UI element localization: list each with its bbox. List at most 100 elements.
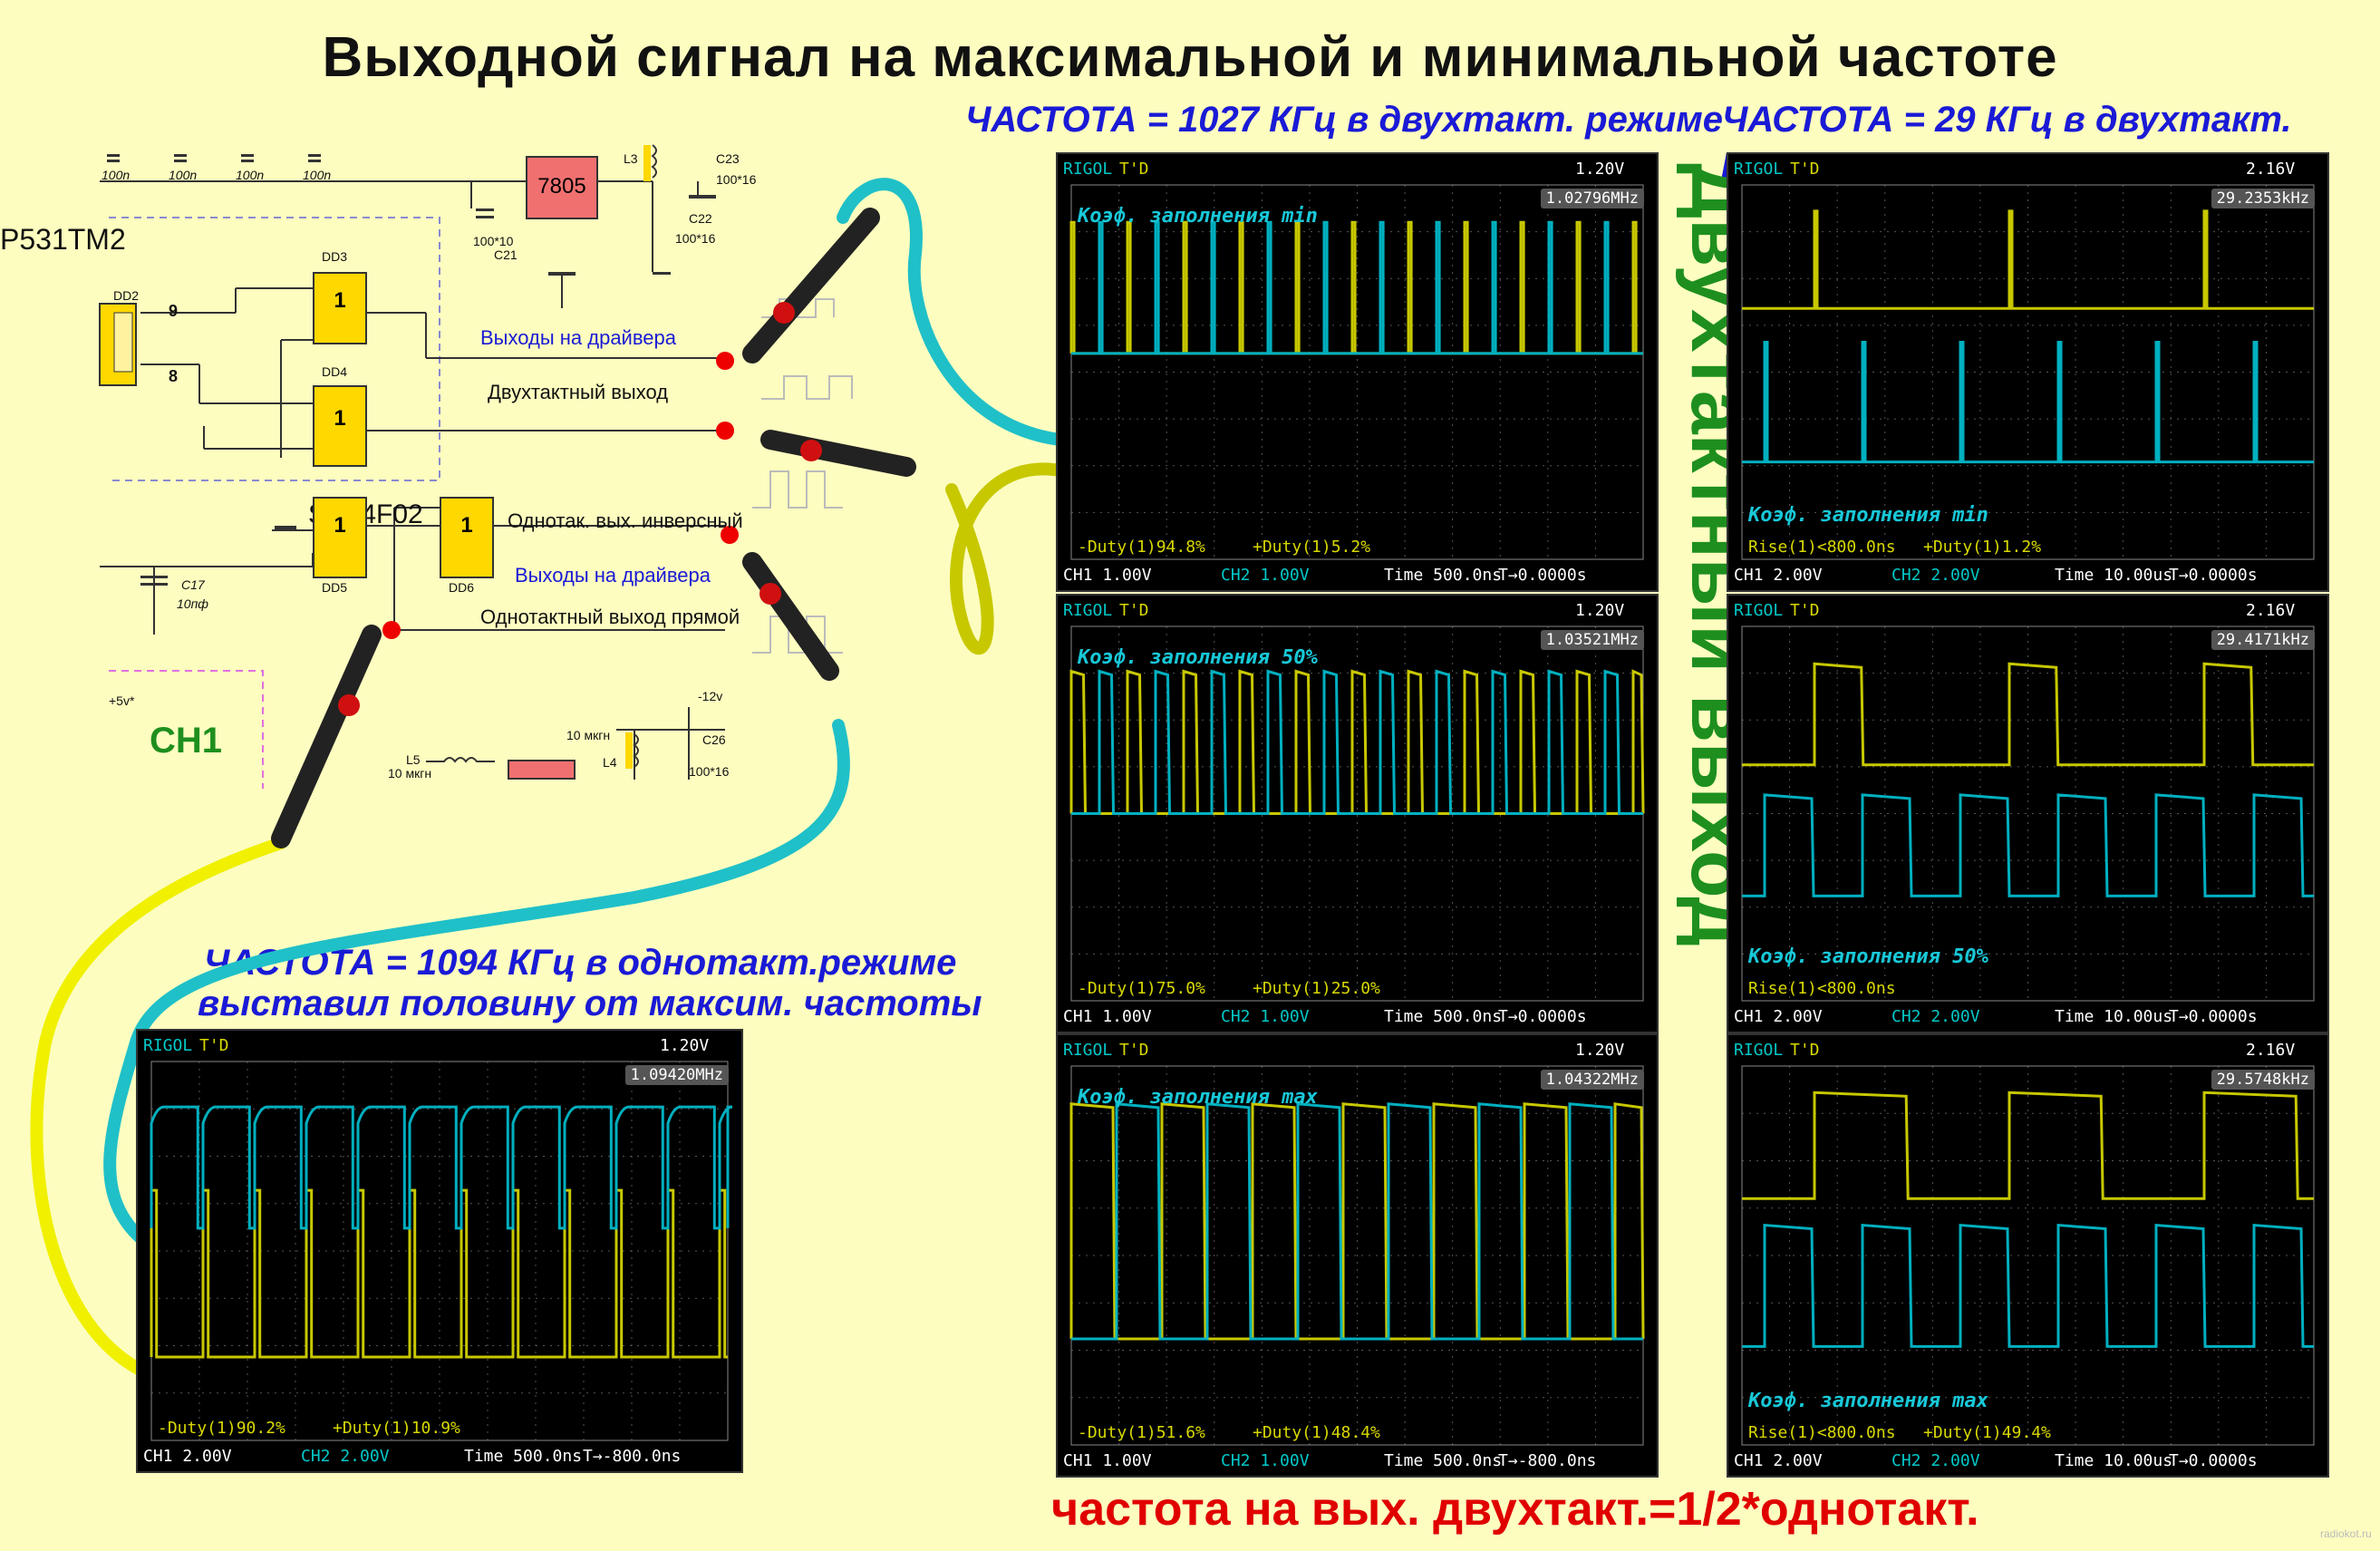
scope-brand: RIGOL — [1734, 1041, 1784, 1060]
ch2-trace — [1742, 1223, 2314, 1348]
scope-ch1-scale: CH1 1.00V — [1063, 1451, 1152, 1470]
scope-grid — [1069, 625, 1645, 1002]
c21-value: 100*10 — [473, 234, 514, 248]
scope-ch2-scale: CH2 2.00V — [1891, 566, 1980, 585]
scope-ch2-scale: CH2 1.00V — [1221, 1007, 1310, 1026]
scope-trig-mode: T'D — [1119, 601, 1149, 620]
scope-trig-mode: T'D — [1119, 160, 1149, 179]
scope-measure-2: +Duty(1)25.0% — [1253, 979, 1380, 998]
l3-label: L3 — [624, 151, 638, 166]
scope-brand: RIGOL — [1063, 160, 1113, 179]
scope-trigger-offset: T→0.0000s — [2169, 1007, 2258, 1026]
gate-dd3: 1 — [313, 272, 367, 344]
scope-measure-1: Rise(1)<800.0ns — [1748, 1423, 1896, 1442]
gate-dd5: 1 — [313, 497, 367, 578]
scope-grid — [1069, 1065, 1645, 1446]
ch2-trace — [150, 1105, 733, 1230]
scope-grid — [150, 1061, 733, 1441]
c22-label: C22 — [689, 211, 712, 226]
scope-duty-title: Коэф. заполнения max — [1078, 1086, 1318, 1109]
scope-trig-level: 1.20V — [1575, 601, 1625, 620]
l5-label: L5 — [406, 752, 421, 767]
scope-trig-mode: T'D — [1790, 601, 1820, 620]
scope-trigger-offset: T→-800.0ns — [583, 1447, 682, 1466]
scope-trig-level: 1.20V — [1575, 160, 1625, 179]
l4-value: 10 мкгн — [566, 728, 611, 742]
resistor-block — [508, 760, 576, 780]
heading-pp-max-freq: ЧАСТОТА = 1027 КГц в двухтакт. режиме — [965, 100, 1724, 140]
scope-brand: RIGOL — [1063, 601, 1113, 620]
scope-frequency-readout: 29.2353kHz — [2211, 189, 2315, 208]
scope-timebase: Time 500.0ns — [1384, 566, 1503, 585]
label-dd2: DD2 — [113, 288, 140, 303]
scope-timebase: Time 500.0ns — [464, 1447, 583, 1466]
scope-measure-2: +Duty(1)10.9% — [333, 1419, 460, 1438]
ch2-trace — [1742, 793, 2314, 897]
scope-trig-mode: T'D — [1790, 160, 1820, 179]
ch1-trace — [150, 1188, 728, 1359]
scope-measure-2: +Duty(1)5.2% — [1253, 538, 1371, 557]
scope-grid — [1741, 625, 2315, 1002]
scope-duty-title: Коэф. заполнения max — [1748, 1390, 1988, 1412]
cap4-value: 100n — [303, 168, 332, 182]
ch1-trace — [1742, 662, 2314, 767]
scope-brand: RIGOL — [1063, 1041, 1113, 1060]
c26-label: C26 — [702, 732, 726, 747]
page-title: Выходной сигнал на максимальной и минима… — [322, 26, 2058, 89]
label-drivers-out-1: Выходы на драйвера — [480, 326, 676, 349]
scope-ch1-scale: CH1 2.00V — [143, 1447, 232, 1466]
scope-grid — [1069, 184, 1644, 560]
ch2-trace — [1071, 669, 1643, 815]
scope-frequency-readout: 1.03521MHz — [1540, 630, 1644, 650]
scope-brand: RIGOL — [1734, 601, 1784, 620]
label-pin8: 8 — [169, 367, 179, 385]
l5-value: 10 мкгн — [388, 766, 432, 780]
label-dd3: DD3 — [322, 249, 348, 264]
label-ch1: CH1 — [150, 721, 223, 761]
ch2-trace — [1071, 1102, 1643, 1341]
gate-dd6: 1 — [440, 497, 494, 578]
label-dd4: DD4 — [322, 364, 348, 379]
scope-trigger-offset: T→0.0000s — [1498, 566, 1587, 585]
scope-frequency-readout: 29.4171kHz — [2211, 630, 2315, 650]
scope-trig-mode: T'D — [1790, 1041, 1820, 1060]
scope-ch1-scale: CH1 1.00V — [1063, 566, 1152, 585]
scope-timebase: Time 10.00us — [2055, 1007, 2173, 1026]
ch2-trace — [1071, 220, 1643, 355]
c23-label: C23 — [716, 151, 740, 166]
label-push-pull-out: Двухтактный выход — [488, 381, 669, 403]
scope-measure-2: +Duty(1)48.4% — [1253, 1423, 1380, 1442]
scope-timebase: Time 10.00us — [2055, 566, 2173, 585]
scope-ch1-scale: CH1 2.00V — [1734, 566, 1823, 585]
scope-frequency-readout: 1.09420MHz — [624, 1065, 729, 1085]
scope-measure-1: -Duty(1)51.6% — [1078, 1423, 1205, 1442]
schematic-wiring — [99, 144, 853, 789]
l4-label: L4 — [603, 755, 617, 770]
scope-ch2-scale: CH2 2.00V — [301, 1447, 390, 1466]
cap2-value: 100n — [169, 168, 198, 182]
scope-trig-level: 2.16V — [2246, 160, 2296, 179]
scope-timebase: Time 500.0ns — [1384, 1007, 1503, 1026]
scope-frequency-readout: 1.04322MHz — [1540, 1070, 1644, 1090]
scope-trig-level: 1.20V — [660, 1036, 710, 1055]
gate-dd4: 1 — [313, 385, 367, 467]
chip-label: P531TM2 — [0, 223, 126, 256]
scope-ch2-scale: CH2 1.00V — [1221, 566, 1310, 585]
scope-measure-1: -Duty(1)90.2% — [158, 1419, 285, 1438]
scope-ch2-scale: CH2 1.00V — [1221, 1451, 1310, 1470]
scope-ch1-scale: CH1 2.00V — [1734, 1451, 1823, 1470]
scope-measure-2: +Duty(1)49.4% — [1923, 1423, 2051, 1442]
scope-ch1-scale: CH1 1.00V — [1063, 1007, 1152, 1026]
scope-brand: RIGOL — [143, 1036, 193, 1055]
scope-trig-level: 2.16V — [2246, 601, 2296, 620]
scope-duty-title: Коэф. заполнения 50% — [1078, 646, 1318, 669]
scope-trigger-offset: T→0.0000s — [2169, 1451, 2258, 1470]
scope-duty-title: Коэф. заполнения min — [1078, 205, 1318, 228]
label-pin9: 9 — [169, 302, 179, 320]
